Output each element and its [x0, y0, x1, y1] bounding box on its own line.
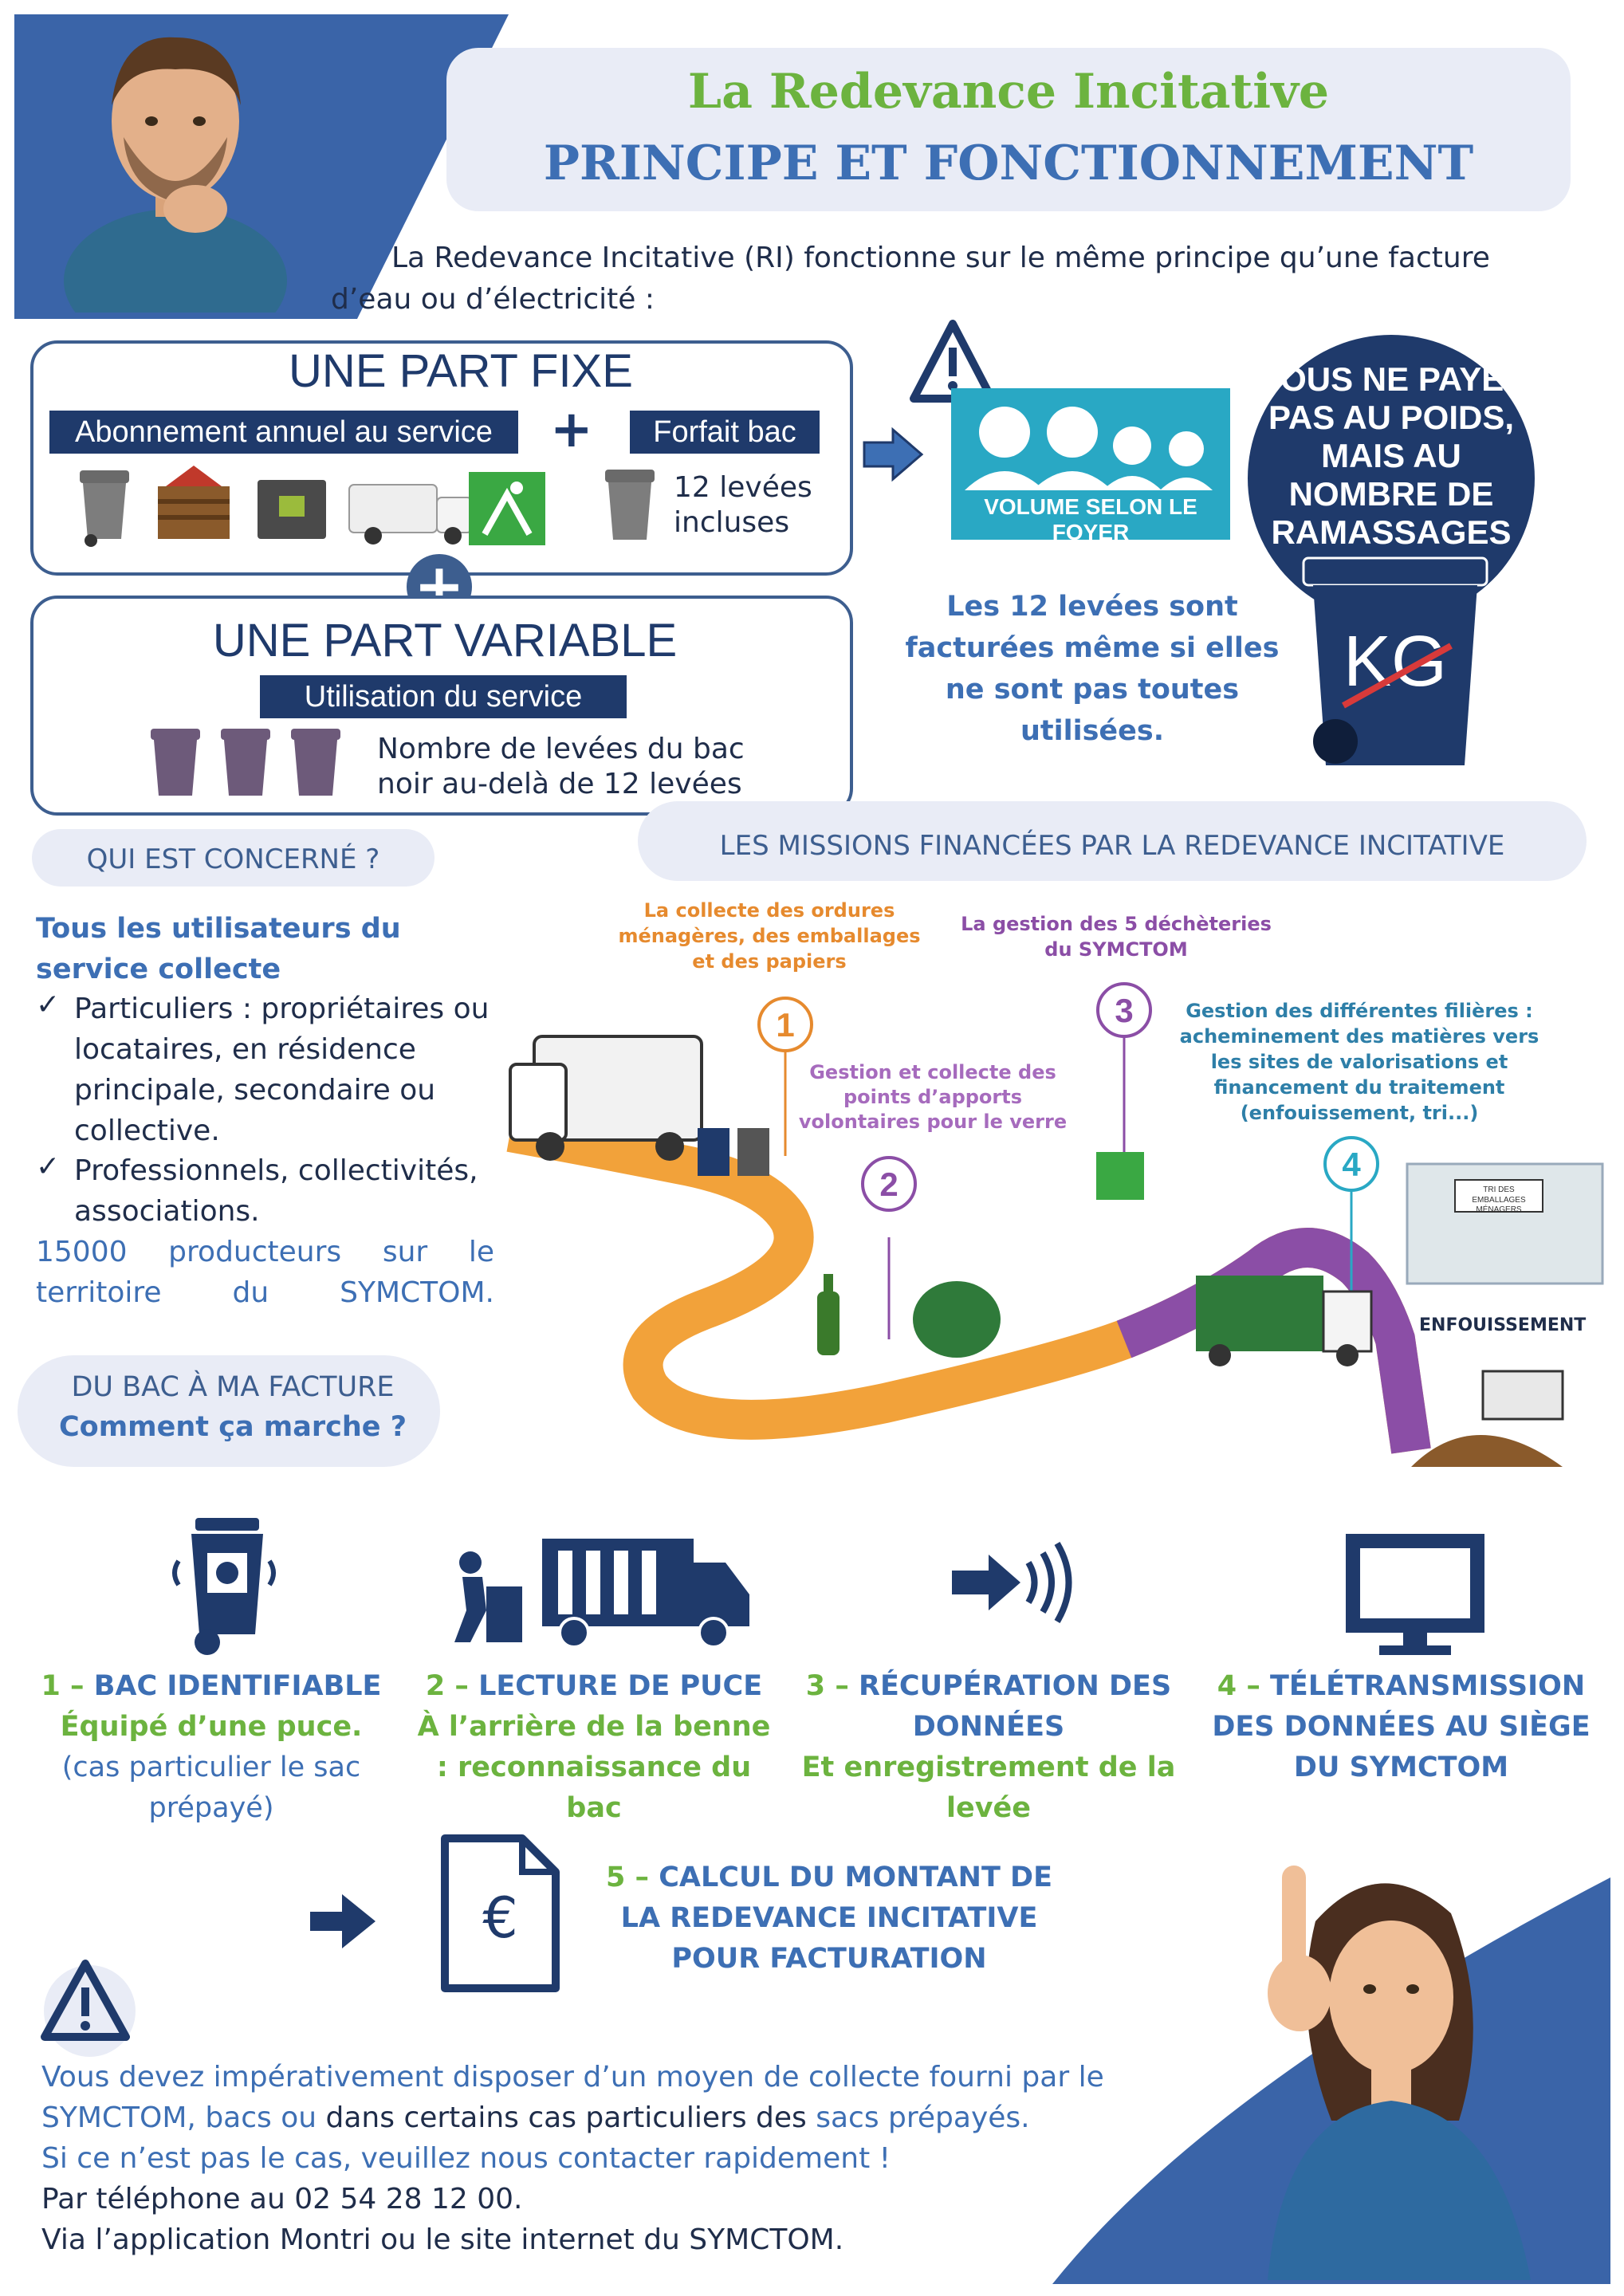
dechetterie-icon: [1096, 1152, 1144, 1200]
qui-item-professionnels: Professionnels, collectivités, associati…: [74, 1154, 478, 1228]
mission-number-1: 1: [757, 997, 813, 1052]
plus-sign: +: [550, 400, 593, 459]
warning-contact-line: Si ce n’est pas le cas, veuillez nous co…: [41, 2142, 891, 2175]
levees-note: Les 12 levées sont facturées même si ell…: [905, 591, 1280, 747]
sorting-center-icon: TRI DES EMBALLAGES MÉNAGERS: [1406, 1162, 1604, 1285]
mission-4-text: Gestion des différentes filières : achem…: [1179, 1000, 1539, 1124]
woman-illustration: [1268, 1866, 1531, 2280]
step-1-green: Équipé d’une puce.: [60, 1711, 363, 1743]
step-2: 2 – LECTURE DE PUCE À l’arrière de la be…: [415, 1666, 773, 1829]
step-1-num: 1 –: [41, 1670, 85, 1702]
monitor-icon: [1346, 1534, 1484, 1655]
qui-pill: [32, 829, 435, 887]
garbage-truck-icon: [509, 1035, 703, 1161]
compost-icon: [158, 466, 230, 539]
producers-text: 15000 producteurs sur le territoire du S…: [36, 1236, 494, 1309]
truck-reader-icon: [454, 1539, 749, 1649]
part-variable-title: UNE PART VARIABLE: [212, 615, 678, 666]
euro-icon: €: [482, 1885, 518, 1951]
bac-facture-line2: Comment ça marche ?: [58, 1411, 407, 1443]
levees-incluses-text: 12 levées incluses: [674, 471, 812, 539]
warning-paragraph: Vous devez impérativement disposer d’un …: [41, 2057, 1118, 2138]
enfouissement-label: ENFOUISSEMENT: [1419, 1315, 1587, 1335]
poids-bubble-text: VOUS NE PAYEZ PAS AU POIDS, MAIS AU NOMB…: [1258, 360, 1524, 551]
mission-number-2: 2: [861, 1156, 917, 1212]
warning-app-line: Via l’application Montri ou le site inte…: [41, 2223, 844, 2256]
step-2-green: À l’arrière de la benne : reconnaissance…: [417, 1711, 771, 1824]
title-banner: [446, 48, 1571, 211]
mission-3-text: La gestion des 5 déchèteries du SYMCTOM: [961, 913, 1272, 961]
bac-facture-line1: DU BAC À MA FACTURE: [71, 1371, 395, 1403]
tri-sign: TRI DES: [1483, 1185, 1515, 1194]
step-4-title: TÉLÉTRANSMISSION DES DONNÉES AU SIÈGE DU…: [1212, 1670, 1591, 1783]
missions-road-illustration: TRI DES EMBALLAGES MÉNAGERS: [506, 1003, 1604, 1467]
volume-label: VOLUME SELON LE FOYER: [984, 494, 1197, 545]
recycling-box-icon: [258, 480, 326, 539]
grey-bin-icon: [80, 470, 129, 547]
warning-p1b: dans certains cas particuliers des: [325, 2101, 807, 2134]
service-icons: [80, 466, 545, 547]
intro-text: La Redevance Incitative (RI) fonctionne …: [331, 242, 1490, 316]
step-3: 3 – RÉCUPÉRATION DES DONNÉES Et enregist…: [801, 1666, 1176, 1829]
purple-bins-icon: [151, 729, 340, 796]
warning-icon: [41, 1960, 130, 2041]
missions-pill: [638, 801, 1587, 881]
step-5-num: 5 –: [606, 1862, 650, 1893]
mission-2-text: Gestion et collecte des points d’apports…: [798, 1061, 1068, 1133]
transport-truck-icon: [1196, 1276, 1373, 1366]
signal-icon: [952, 1541, 1072, 1624]
bins-icon: [698, 1128, 769, 1176]
qui-heading: Tous les utilisateurs du service collect…: [36, 913, 401, 985]
check-icon: ✓: [36, 1150, 61, 1183]
step-3-title: RÉCUPÉRATION DES DONNÉES: [859, 1670, 1172, 1743]
bin-chip-icon: [172, 1518, 276, 1655]
step-1-title: BAC IDENTIFIABLE: [93, 1670, 382, 1702]
step-5-title: CALCUL DU MONTANT DE LA REDEVANCE INCITA…: [620, 1862, 1052, 1975]
step-3-num: 3 –: [805, 1670, 849, 1702]
poids-bubble-bin: KG: [1248, 335, 1535, 765]
step-5: 5 – CALCUL DU MONTANT DE LA REDEVANCE IN…: [590, 1858, 1068, 1980]
truck-icon: [348, 484, 473, 545]
family-icon: [965, 407, 1213, 490]
step-3-green: Et enregistrement de la levée: [801, 1751, 1176, 1824]
forfait-bac-band: Forfait bac: [630, 411, 820, 454]
dechetterie-icon: [469, 472, 545, 545]
arrow-right-icon: [310, 1894, 376, 1948]
mission-number-3: 3: [1096, 982, 1152, 1038]
part-fixe-title: UNE PART FIXE: [289, 345, 633, 397]
page-title: La Redevance Incitative: [687, 64, 1330, 120]
levees-variable-text: Nombre de levées du bac noir au-delà de …: [377, 733, 745, 800]
kg-label: KG: [1343, 622, 1447, 702]
grey-bin-icon: [605, 470, 655, 540]
svg-text:MÉNAGERS: MÉNAGERS: [1476, 1204, 1522, 1214]
step-2-num: 2 –: [425, 1670, 469, 1702]
thinking-man-illustration: [64, 37, 287, 313]
invoice-icon: [441, 1834, 560, 1992]
arrow-right-icon: [863, 427, 924, 482]
mission-number-4: 4: [1323, 1136, 1379, 1192]
qui-item-particuliers: Particuliers : propriétaires ou locatair…: [74, 993, 490, 1147]
step-4-num: 4 –: [1217, 1670, 1260, 1702]
warning-p1c: sacs prépayés.: [806, 2101, 1030, 2134]
utilisation-band: Utilisation du service: [260, 675, 627, 718]
abonnement-band: Abonnement annuel au service: [49, 411, 518, 454]
step-1-note: (cas particulier le sac prépayé): [61, 1751, 361, 1824]
warning-p1a: Vous devez impérativement disposer d’un …: [41, 2061, 1104, 2134]
step-4: 4 – TÉLÉTRANSMISSION DES DONNÉES AU SIÈG…: [1212, 1666, 1591, 1788]
warning-text: Vous devez impérativement disposer d’un …: [41, 2057, 1158, 2260]
page-subtitle: PRINCIPE ET FONCTIONNEMENT: [543, 136, 1474, 191]
bac-facture-pill: [18, 1355, 440, 1467]
glass-bank-icon: [913, 1281, 1001, 1358]
missions-pill-label: LES MISSIONS FINANCÉES PAR LA REDEVANCE …: [719, 830, 1505, 862]
step-2-title: LECTURE DE PUCE: [478, 1670, 763, 1702]
svg-text:EMBALLAGES: EMBALLAGES: [1472, 1196, 1526, 1205]
bottle-icon: [817, 1274, 840, 1355]
check-icon: ✓: [36, 989, 61, 1021]
landfill-icon: [1411, 1370, 1564, 1467]
mission-1-text: La collecte des ordures ménagères, des e…: [618, 899, 921, 973]
qui-pill-label: QUI EST CONCERNÉ ?: [86, 843, 380, 875]
step-1: 1 – BAC IDENTIFIABLE Équipé d’une puce. …: [36, 1666, 387, 1829]
warning-phone-line: Par téléphone au 02 54 28 12 00.: [41, 2183, 523, 2215]
